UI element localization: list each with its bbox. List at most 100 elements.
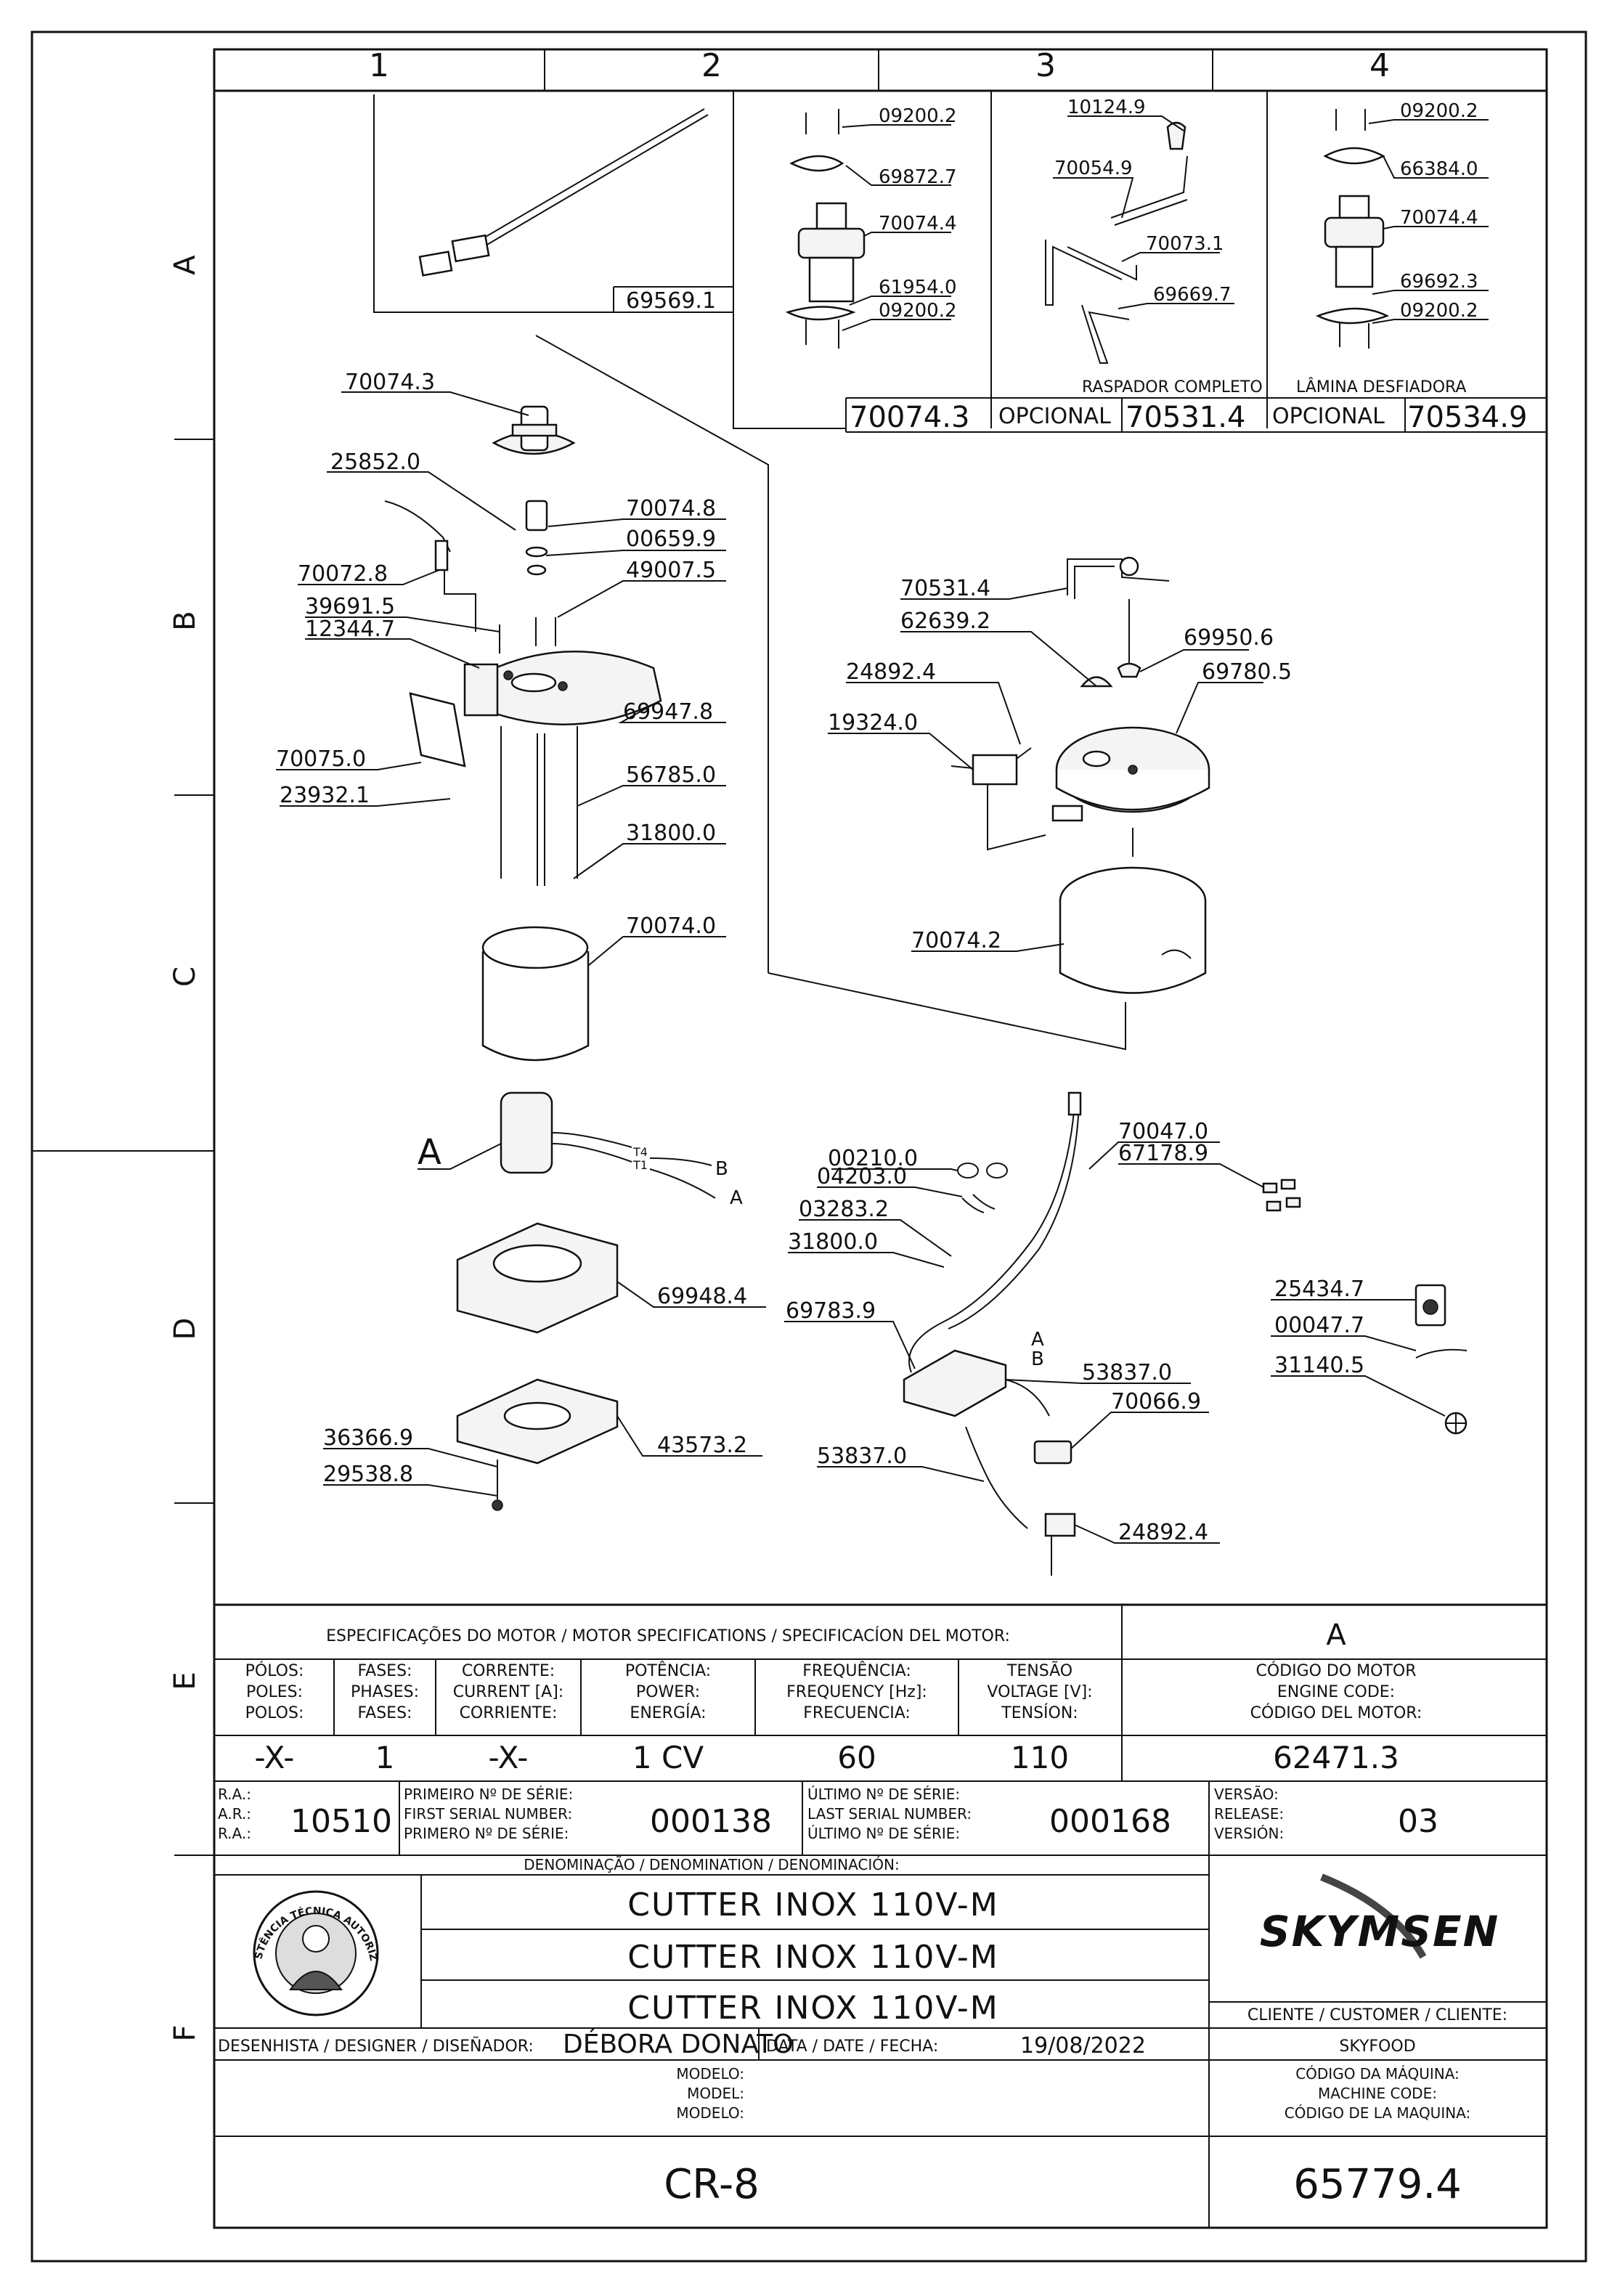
engine-code-pt: CÓDIGO DO MOTOR — [1255, 1661, 1416, 1680]
label-70074-3-box: 70074.3 — [850, 401, 969, 434]
spec-col-phases: FASES: PHASES: FASES: — [351, 1662, 419, 1722]
value-poles: -X- — [255, 1740, 295, 1775]
machine-code-value: 65779.4 — [1293, 2161, 1462, 2208]
value-voltage: 110 — [1011, 1740, 1069, 1775]
ra-en: A.R.: — [218, 1805, 251, 1823]
frequency-pt: FREQUÊNCIA: — [802, 1661, 911, 1680]
label-k3-69669-7: 69669.7 — [1153, 284, 1232, 306]
date-label: DATA / DATE / FECHA: — [766, 2038, 938, 2056]
skymsen-logo: SKYMSEN — [1260, 1873, 1498, 1959]
version-en: RELEASE: — [1214, 1805, 1284, 1823]
label-k2-09200-2b: 09200.2 — [879, 300, 957, 322]
spec-col-poles: PÓLOS: POLES: POLOS: — [245, 1661, 304, 1722]
label-e67178-9: 67178.9 — [1118, 1141, 1208, 1166]
label-k4-69692-3: 69692.3 — [1400, 271, 1478, 293]
label-wire-b: B — [715, 1158, 728, 1180]
version-cell: VERSÃO: RELEASE: VERSIÓN: 03 — [1214, 1786, 1438, 1842]
label-k2-09200-2a: 09200.2 — [879, 105, 957, 127]
label-70531-4-box: 70531.4 — [1126, 401, 1245, 434]
label-k3-70054-9: 70054.9 — [1054, 158, 1133, 179]
label-k3-10124-9: 10124.9 — [1067, 97, 1146, 118]
spec-col-current: CORRENTE: CURRENT [A]: CORRIENTE: — [453, 1662, 563, 1722]
first-serial-pt: PRIMEIRO Nº DE SÉRIE: — [404, 1786, 573, 1803]
label-e70047-0: 70047.0 — [1118, 1119, 1208, 1144]
label-70074-0: 70074.0 — [626, 913, 716, 939]
grid-row-c: C — [168, 966, 202, 987]
client-label: CLIENTE / CUSTOMER / CLIENTE: — [1247, 2006, 1507, 2024]
grid-column-labels: 1 2 3 4 — [369, 47, 1390, 84]
grid-row-a: A — [168, 255, 202, 275]
label-00659-9: 00659.9 — [626, 526, 716, 552]
spec-col-voltage: TENSÃO VOLTAGE [V]: TENSÍON: — [987, 1661, 1092, 1722]
power-es: ENERGÍA: — [630, 1703, 706, 1722]
date-value: 19/08/2022 — [1020, 2033, 1146, 2059]
phases-es: FASES: — [358, 1704, 412, 1722]
grid-row-b: B — [168, 611, 202, 630]
label-wire-t1: T1 — [632, 1158, 648, 1172]
label-70534-9-box: 70534.9 — [1407, 401, 1527, 434]
phases-en: PHASES: — [351, 1683, 419, 1701]
label-25852-0: 25852.0 — [330, 449, 420, 475]
engine-code-en: ENGINE CODE: — [1277, 1683, 1395, 1701]
spec-col-engine-code: CÓDIGO DO MOTOR ENGINE CODE: CÓDIGO DEL … — [1250, 1661, 1422, 1722]
label-r70531-4: 70531.4 — [900, 576, 990, 601]
ra-es: R.A.: — [218, 1825, 251, 1842]
denomination-2: CUTTER INOX 110V-M — [627, 1939, 998, 1976]
value-engine-code: 62471.3 — [1273, 1740, 1399, 1775]
spec-col-frequency: FREQUÊNCIA: FREQUENCY [Hz]: FRECUENCIA: — [786, 1661, 927, 1722]
voltage-es: TENSÍON: — [1001, 1703, 1078, 1722]
grid-row-e: E — [168, 1672, 202, 1690]
power-pt: POTÊNCIA: — [625, 1661, 711, 1680]
last-serial-pt: ÚLTIMO Nº DE SÉRIE: — [807, 1786, 960, 1803]
grid-row-labels: A B C D E F — [168, 255, 202, 2042]
bowl-assembly: 70531.4 62639.2 69950.6 24892.4 69780.5 … — [828, 556, 1292, 994]
title-block: ESPECIFICAÇÕES DO MOTOR / MOTOR SPECIFIC… — [0, 0, 1547, 2228]
model-labels: MODELO: MODEL: MODELO: — [676, 2065, 744, 2122]
voltage-en: VOLTAGE [V]: — [987, 1683, 1092, 1701]
value-current: -X- — [489, 1740, 529, 1775]
main-exploded-assembly: 70074.3 25852.0 70074.8 00659.9 49007.5 … — [276, 335, 1126, 1511]
label-r69780-5: 69780.5 — [1202, 659, 1292, 685]
label-s25434-7: 25434.7 — [1274, 1277, 1364, 1302]
grid-col-3: 3 — [1035, 47, 1056, 84]
label-70074-3: 70074.3 — [345, 370, 435, 395]
label-70072-8: 70072.8 — [298, 561, 388, 587]
label-43573-2: 43573.2 — [657, 1433, 747, 1458]
engine-code-es: CÓDIGO DEL MOTOR: — [1250, 1703, 1422, 1722]
label-e70066-9: 70066.9 — [1111, 1389, 1201, 1414]
label-k4-09200-2b: 09200.2 — [1400, 300, 1478, 322]
label-29538-8: 29538.8 — [323, 1462, 413, 1487]
frequency-en: FREQUENCY [Hz]: — [786, 1683, 927, 1701]
label-s31140-5: 31140.5 — [1274, 1353, 1364, 1378]
last-serial-value: 000168 — [1049, 1803, 1171, 1840]
last-serial-en: LAST SERIAL NUMBER: — [807, 1805, 972, 1823]
current-en: CURRENT [A]: — [453, 1683, 563, 1701]
option-boxes: 70074.3 OPCIONAL 70531.4 OPCIONAL 70534.… — [733, 91, 1547, 434]
label-s00047-7: 00047.7 — [1274, 1313, 1364, 1338]
label-r19324-0: 19324.0 — [828, 710, 918, 736]
label-wire-t4: T4 — [632, 1145, 648, 1159]
client-value: SKYFOOD — [1339, 2038, 1415, 2056]
label-31800-0: 31800.0 — [626, 821, 716, 846]
label-e24892-4: 24892.4 — [1118, 1520, 1208, 1545]
grid-row-f: F — [168, 2024, 202, 2041]
kit-blade-assembly: 09200.2 69872.7 70074.4 61954.0 09200.2 — [785, 105, 957, 349]
label-69947-8: 69947.8 — [623, 699, 713, 725]
power-en: POWER: — [636, 1683, 700, 1701]
label-e-a: A — [1031, 1329, 1044, 1351]
grid-col-2: 2 — [701, 47, 722, 84]
spec-col-power: POTÊNCIA: POWER: ENERGÍA: — [625, 1661, 711, 1722]
model-en: MODEL: — [687, 2085, 744, 2102]
label-k4-66384-0: 66384.0 — [1400, 158, 1478, 180]
version-es: VERSIÓN: — [1214, 1825, 1284, 1842]
label-56785-0: 56785.0 — [626, 762, 716, 788]
label-opcional-2: OPCIONAL — [1272, 404, 1385, 429]
poles-pt: PÓLOS: — [245, 1661, 304, 1680]
machine-code-en: MACHINE CODE: — [1318, 2085, 1437, 2102]
first-serial-en: FIRST SERIAL NUMBER: — [404, 1805, 572, 1823]
voltage-pt: TENSÃO — [1006, 1661, 1072, 1680]
label-e-b: B — [1031, 1348, 1044, 1370]
last-serial-es: ÚLTIMO Nº DE SÉRIE: — [807, 1825, 960, 1842]
label-k2-70074-4: 70074.4 — [879, 213, 957, 235]
label-e04203-0: 04203.0 — [817, 1164, 907, 1189]
